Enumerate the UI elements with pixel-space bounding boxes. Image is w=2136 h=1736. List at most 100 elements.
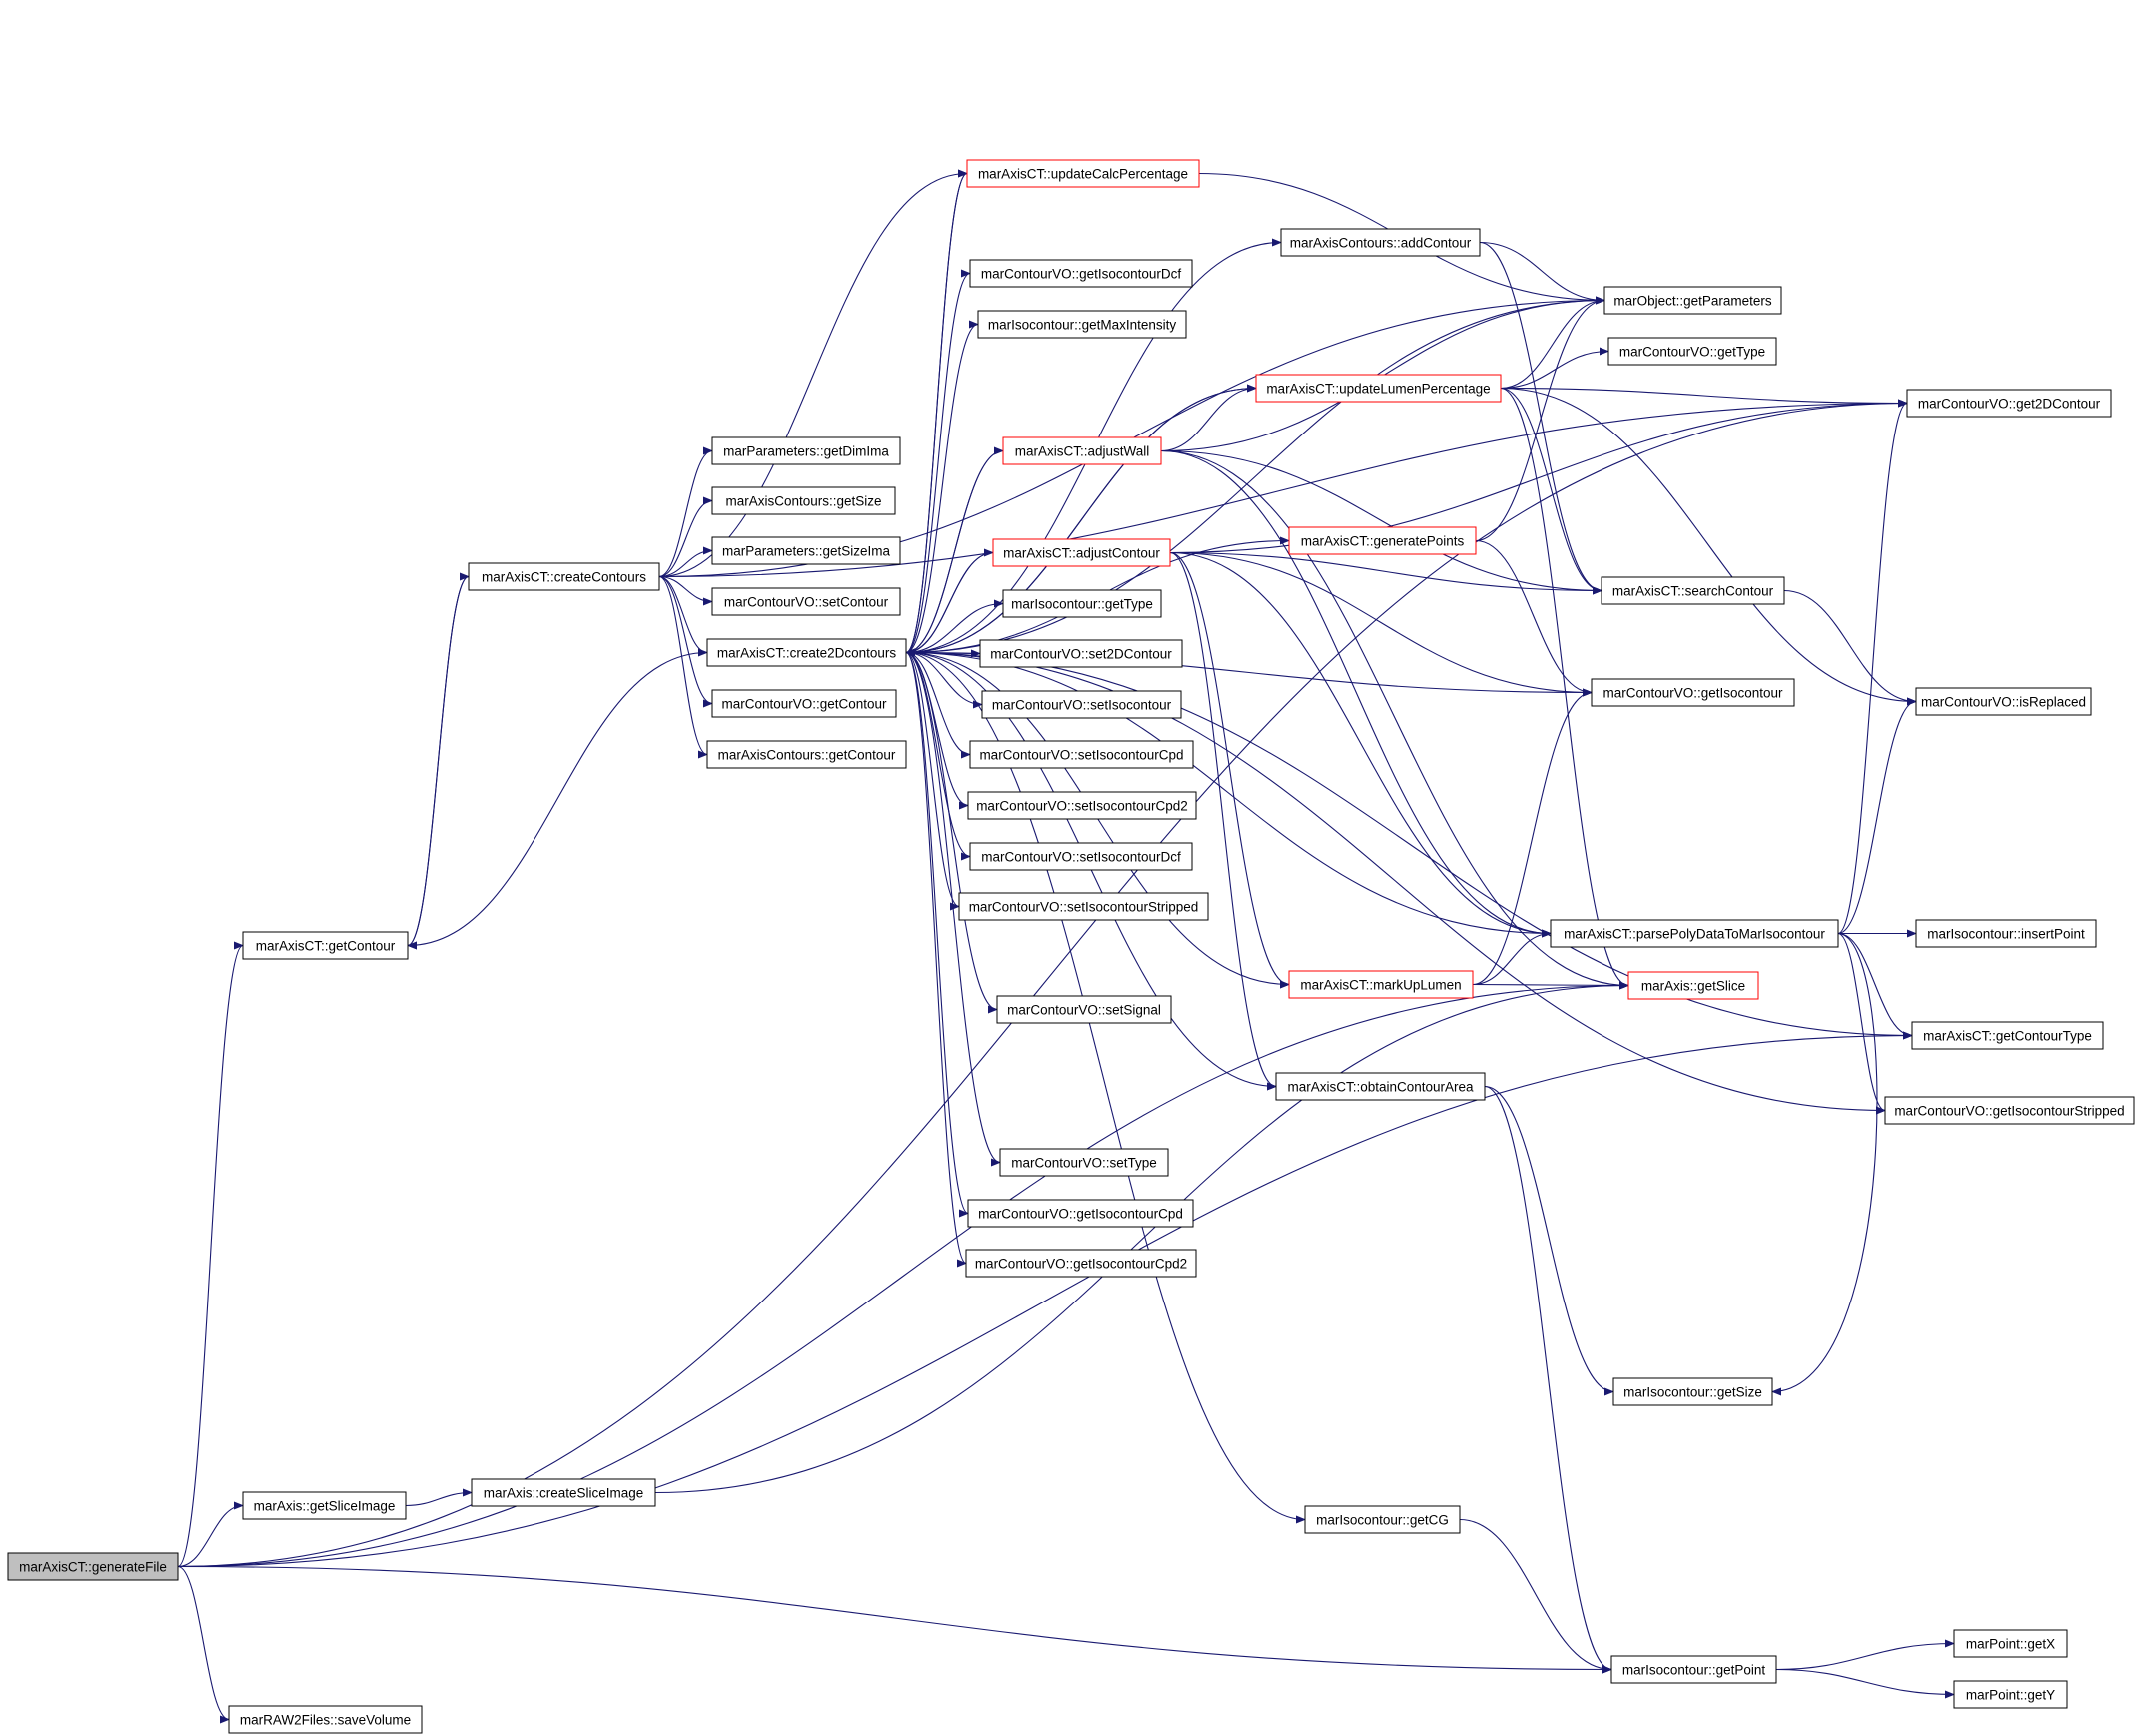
node-getSliceImage[interactable]: marAxis::getSliceImage [242,1491,407,1520]
call-edge [1169,551,1602,595]
node-label: marPoint::getY [1966,1688,2055,1703]
node-getSlice[interactable]: marAxis::getSlice [1627,971,1759,1000]
node-acGetSize[interactable]: marAxisContours::getSize [711,486,896,515]
node-box [969,842,1193,871]
node-box [1607,337,1777,366]
node-acGetContour[interactable]: marAxisContours::getContour [706,740,907,769]
node-setIsocontourCpd2[interactable]: marContourVO::setIsocontourCpd2 [967,791,1197,820]
node-isoGetType[interactable]: marIsocontour::getType [1002,589,1162,618]
node-create2Dcontours[interactable]: marAxisCT::create2Dcontours [706,638,907,667]
node-setIsocontourStripped[interactable]: marContourVO::setIsocontourStripped [958,892,1209,921]
call-edge [658,446,713,578]
node-getIsocontour[interactable]: marContourVO::getIsocontour [1591,678,1795,707]
call-edge [177,1501,244,1568]
node-label: marIsocontour::getSize [1623,1385,1762,1400]
node-box [706,740,907,769]
node-getDimIma[interactable]: marParameters::getDimIma [711,436,901,465]
node-box [1884,1096,2135,1125]
call-edge [177,981,1629,1568]
edges-layer [177,169,1955,1724]
node-box [1002,436,1162,465]
node-getY[interactable]: marPoint::getY [1953,1680,2068,1709]
node-label: marIsocontour::getPoint [1622,1663,1766,1678]
node-setContour[interactable]: marContourVO::setContour [711,587,901,616]
node-setIsocontourDcf[interactable]: marContourVO::setIsocontourDcf [969,842,1193,871]
node-isReplaced[interactable]: marContourVO::isReplaced [1915,687,2092,716]
node-label: marContourVO::getIsocontour [1602,686,1783,701]
node-insertPoint[interactable]: marIsocontour::insertPoint [1915,919,2097,948]
node-box [711,436,901,465]
node-label: marAxisContours::addContour [1290,236,1472,251]
node-addContour[interactable]: marAxisContours::addContour [1280,228,1481,257]
call-edge [1775,1639,1955,1671]
call-edge [1837,932,1913,1040]
node-get2DContour[interactable]: marContourVO::get2DContour [1906,389,2112,418]
node-saveVolume[interactable]: marRAW2Files::saveVolume [228,1705,423,1734]
node-label: marContourVO::getType [1619,345,1765,360]
node-isoGetCG[interactable]: marIsocontour::getCG [1304,1505,1461,1534]
node-setIsocontour[interactable]: marContourVO::setIsocontour [981,690,1182,719]
node-getIsocontourDcf[interactable]: marContourVO::getIsocontourDcf [969,259,1193,288]
node-label: marParameters::getSizeIma [722,544,891,559]
call-edge [658,575,708,759]
node-label: marParameters::getDimIma [723,444,889,459]
call-edge [654,981,1629,1494]
node-generateFile[interactable]: marAxisCT::generateFile [7,1552,179,1581]
node-getIsocontourCpd2[interactable]: marContourVO::getIsocontourCpd2 [965,1249,1197,1278]
node-getContour[interactable]: marAxisCT::getContour [242,931,409,960]
node-setIsocontourCpd[interactable]: marContourVO::setIsocontourCpd [969,740,1194,769]
call-edge [1459,1518,1612,1674]
node-label: marContourVO::getContour [721,697,887,712]
node-set2DContour[interactable]: marContourVO::set2DContour [979,639,1183,668]
node-obtainContourArea[interactable]: marAxisCT::obtainContourArea [1275,1072,1486,1101]
call-edge [1837,399,1908,935]
node-createContours[interactable]: marAxisCT::createContours [468,562,660,591]
node-box [1953,1680,2068,1709]
node-getMaxIntensity[interactable]: marIsocontour::getMaxIntensity [977,310,1187,339]
node-box [992,538,1171,567]
call-edge [1500,387,1917,706]
node-getContourType[interactable]: marAxisCT::getContourType [1911,1021,2104,1050]
node-label: marIsocontour::insertPoint [1927,927,2085,942]
call-edge [1160,449,1602,595]
node-getIsocontourCpd[interactable]: marContourVO::getIsocontourCpd [967,1199,1194,1228]
call-edge [658,169,968,578]
node-isoGetSize[interactable]: marIsocontour::getSize [1612,1377,1773,1406]
node-updateCalcPercentage[interactable]: marAxisCT::updateCalcPercentage [966,159,1200,188]
node-adjustWall[interactable]: marAxisCT::adjustWall [1002,436,1162,465]
call-edge [1500,387,1629,990]
call-edge [905,651,1913,1040]
node-box [1603,286,1782,315]
node-createSliceImage[interactable]: marAxis::createSliceImage [471,1478,656,1507]
node-updateLumenPercentage[interactable]: marAxisCT::updateLumenPercentage [1255,374,1502,403]
call-edge [905,651,960,911]
node-parsePolyData[interactable]: marAxisCT::parsePolyDataToMarIsocontour [1550,919,1839,948]
call-edge [905,449,1004,657]
node-cvoGetType[interactable]: marContourVO::getType [1607,337,1777,366]
node-getSizeIma[interactable]: marParameters::getSizeIma [711,536,901,565]
node-label: marContourVO::set2DContour [990,647,1172,662]
node-searchContour[interactable]: marAxisCT::searchContour [1601,576,1785,605]
node-cvoGetContour[interactable]: marContourVO::getContour [711,689,897,718]
node-setSignal[interactable]: marContourVO::setSignal [996,995,1172,1024]
call-edge [1500,387,1602,595]
node-getX[interactable]: marPoint::getX [1953,1629,2068,1658]
node-getParameters[interactable]: marObject::getParameters [1603,286,1782,315]
call-edge [905,651,983,709]
node-getIsocontourStripped[interactable]: marContourVO::getIsocontourStripped [1884,1096,2135,1125]
call-edge [905,269,971,654]
node-markUpLumen[interactable]: marAxisCT::markUpLumen [1288,970,1474,999]
node-generatePoints[interactable]: marAxisCT::generatePoints [1288,526,1477,555]
call-edge [1160,449,1552,938]
node-label: marContourVO::setIsocontourCpd [979,748,1183,763]
node-label: marContourVO::get2DContour [1918,397,2101,412]
node-box [468,562,660,591]
call-edge [1484,1085,1612,1674]
node-setType[interactable]: marContourVO::setType [999,1148,1169,1177]
call-edge [905,651,998,1014]
node-adjustContour[interactable]: marAxisCT::adjustContour [992,538,1171,567]
call-edge [1169,551,1593,697]
node-box [967,791,1197,820]
node-isoGetPoint[interactable]: marIsocontour::getPoint [1610,1655,1777,1684]
